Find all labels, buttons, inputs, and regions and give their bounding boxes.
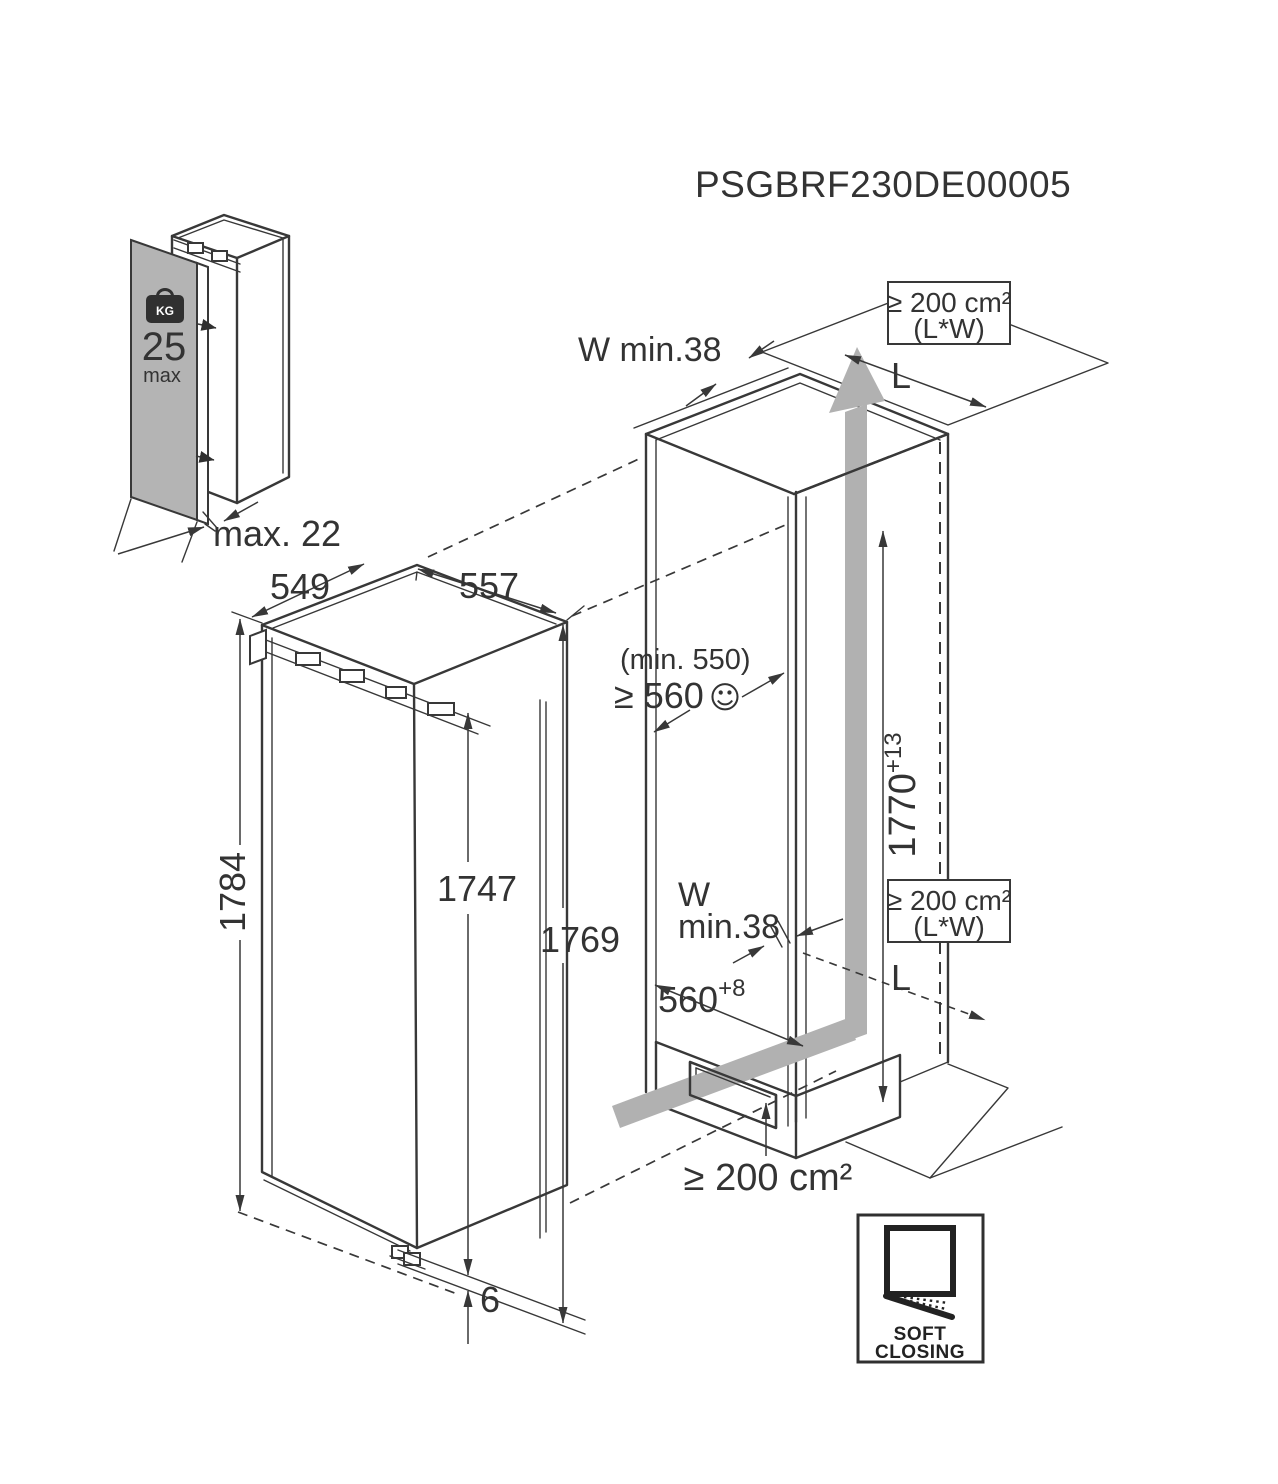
- top-vent-area-box: ≥ 200 cm² (L*W): [887, 281, 1011, 345]
- niche-drawing: [633, 289, 1109, 1179]
- airflow-up-arrowhead-icon: [829, 347, 885, 413]
- dim-rear-gap-min: min.38: [678, 908, 780, 946]
- svg-text:≥ 200 cm²: ≥ 200 cm²: [887, 287, 1011, 318]
- mid-vent-area-box: ≥ 200 cm² (L*W): [887, 879, 1011, 943]
- niche-depth-value: ≥ 560☺: [614, 675, 741, 716]
- product-title: PSGBRF230DE00005: [695, 164, 1071, 205]
- svg-text:SOFT: SOFT: [894, 1324, 947, 1345]
- dim-top-width: 549: [270, 566, 330, 607]
- appliance-dimensions: 549 557 1784 1747 1769 6: [212, 563, 620, 1344]
- max-weight-label: max: [143, 365, 181, 387]
- bottom-vent-area: ≥ 200 cm²: [684, 1157, 853, 1199]
- niche-depth-note: (min. 550): [620, 644, 751, 676]
- dim-overall-height: 1784: [212, 852, 253, 932]
- dim-bottom-gap: 6: [480, 1279, 500, 1320]
- door-weight-inset: KG 25 max max. 22: [113, 213, 341, 563]
- dim-top-gap: W min.38: [578, 331, 722, 369]
- weight-kg-icon: KG: [146, 288, 184, 323]
- projection-line-bottom: [569, 1070, 837, 1204]
- svg-text:≥ 200 cm²: ≥ 200 cm²: [887, 885, 1011, 916]
- soft-closing-door-icon: [884, 1225, 956, 1297]
- niche-dimensions: W min.38 L ≥ 200 cm² (L*W) (min. 550) ≥ …: [578, 281, 1011, 1199]
- dim-top-length: L: [891, 355, 911, 396]
- dim-niche-width: 560+8: [658, 975, 745, 1020]
- door-thickness-dim: max. 22: [213, 513, 341, 554]
- svg-text:(L*W): (L*W): [913, 313, 985, 344]
- dim-top-depth: 557: [459, 565, 519, 606]
- soft-closing-badge: SOFT CLOSING: [856, 1213, 985, 1364]
- dim-body-height: 1769: [540, 919, 620, 960]
- svg-text:(L*W): (L*W): [913, 911, 985, 942]
- max-weight-value: 25: [142, 325, 187, 369]
- svg-text:KG: KG: [156, 304, 174, 318]
- airflow-up-band: [845, 404, 867, 1042]
- svg-text:CLOSING: CLOSING: [875, 1342, 965, 1363]
- attach-arrow-top-icon: [197, 318, 217, 331]
- attach-arrow-bottom-icon: [195, 450, 215, 463]
- smiley-icon: ☺: [709, 680, 741, 716]
- projection-line-mid: [571, 522, 791, 617]
- appliance-drawing: [237, 563, 586, 1335]
- dim-rear-gap-w: W: [678, 876, 710, 914]
- dim-niche-height: 1770+13: [880, 732, 924, 857]
- projection-line-top: [427, 456, 644, 558]
- dim-door-height: 1747: [437, 868, 517, 909]
- dim-floor-length: L: [891, 957, 911, 998]
